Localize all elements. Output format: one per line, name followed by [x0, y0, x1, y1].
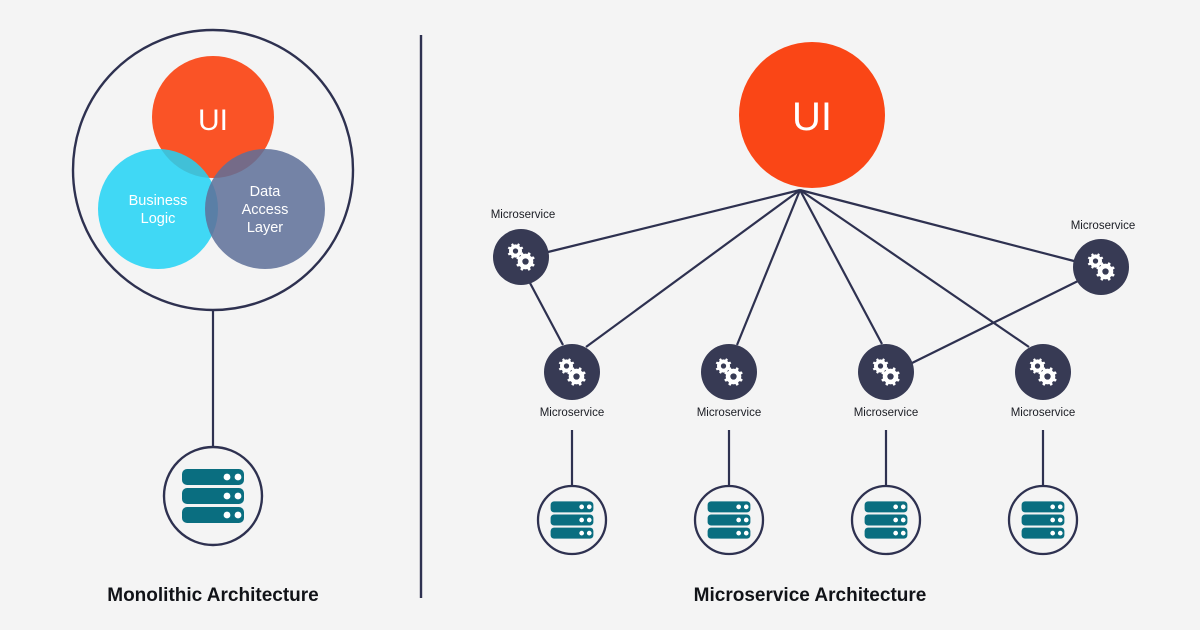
microservice-section: UI Microservice Microservice Microservic… — [491, 42, 1136, 606]
edge-hub-to-ms-row-3 — [799, 189, 883, 345]
microservice-server-connectors — [570, 430, 1045, 487]
venn-circle-data-access-layer — [205, 149, 325, 269]
microservice-label: Microservice — [491, 209, 556, 221]
microservice-ui-circle — [739, 42, 885, 188]
edge-ms-top-left-to-ms-row-1 — [529, 282, 564, 346]
microservice-ui-label: UI — [792, 95, 832, 139]
edge-hub-to-ms-row-4 — [799, 189, 1030, 348]
microservice-node-row-3: Microservice — [854, 344, 919, 419]
microservice-nodes: Microservice Microservice Microservice M… — [491, 209, 1136, 419]
microservice-node-row-1: Microservice — [540, 344, 605, 419]
data-access-layer-label-line2: Access — [242, 202, 289, 218]
monolith-ui-label: UI — [198, 104, 228, 137]
microservice-label: Microservice — [697, 407, 762, 419]
microservice-caption: Microservice Architecture — [694, 585, 927, 606]
server-icon — [1021, 501, 1065, 539]
microservice-label: Microservice — [1011, 407, 1076, 419]
server-icon — [550, 501, 594, 539]
microservice-servers — [536, 484, 1079, 556]
venn-circle-ui — [152, 56, 274, 178]
edge-hub-to-ms-row-1 — [585, 189, 801, 348]
microservice-node-row-2: Microservice — [697, 344, 762, 419]
microservice-node-top-left: Microservice — [491, 209, 556, 285]
monolith-boundary-circle — [71, 28, 355, 312]
server-node-3 — [850, 484, 922, 556]
edge-hub-to-ms-row-2 — [735, 189, 802, 346]
edge-ms-top-right-to-ms-row-3 — [911, 280, 1079, 364]
server-node-4 — [1007, 484, 1079, 556]
monolith-venn — [98, 56, 325, 269]
server-icon — [864, 501, 908, 539]
business-logic-label-line2: Logic — [141, 211, 176, 227]
monolith-server-node — [162, 445, 264, 547]
microservice-label: Microservice — [540, 407, 605, 419]
monolith-section: UI Business Logic Data Access Layer Mono… — [71, 28, 355, 606]
edge-hub-to-ms-top-right — [799, 188, 1075, 263]
microservice-node-top-right: Microservice — [1071, 220, 1136, 295]
business-logic-label-line1: Business — [129, 193, 188, 209]
server-node-2 — [693, 484, 765, 556]
venn-circle-business-logic — [98, 149, 218, 269]
data-access-layer-label-line3: Layer — [247, 220, 283, 236]
microservice-edges — [529, 188, 1079, 364]
edge-hub-to-ms-top-left — [547, 188, 801, 254]
server-node-1 — [536, 484, 608, 556]
microservice-label: Microservice — [1071, 220, 1136, 232]
server-icon — [707, 501, 751, 539]
monolith-caption: Monolithic Architecture — [107, 585, 318, 606]
microservice-label: Microservice — [854, 407, 919, 419]
server-icon — [182, 469, 244, 523]
microservice-node-row-4: Microservice — [1011, 344, 1076, 419]
data-access-layer-label-line1: Data — [250, 184, 282, 200]
